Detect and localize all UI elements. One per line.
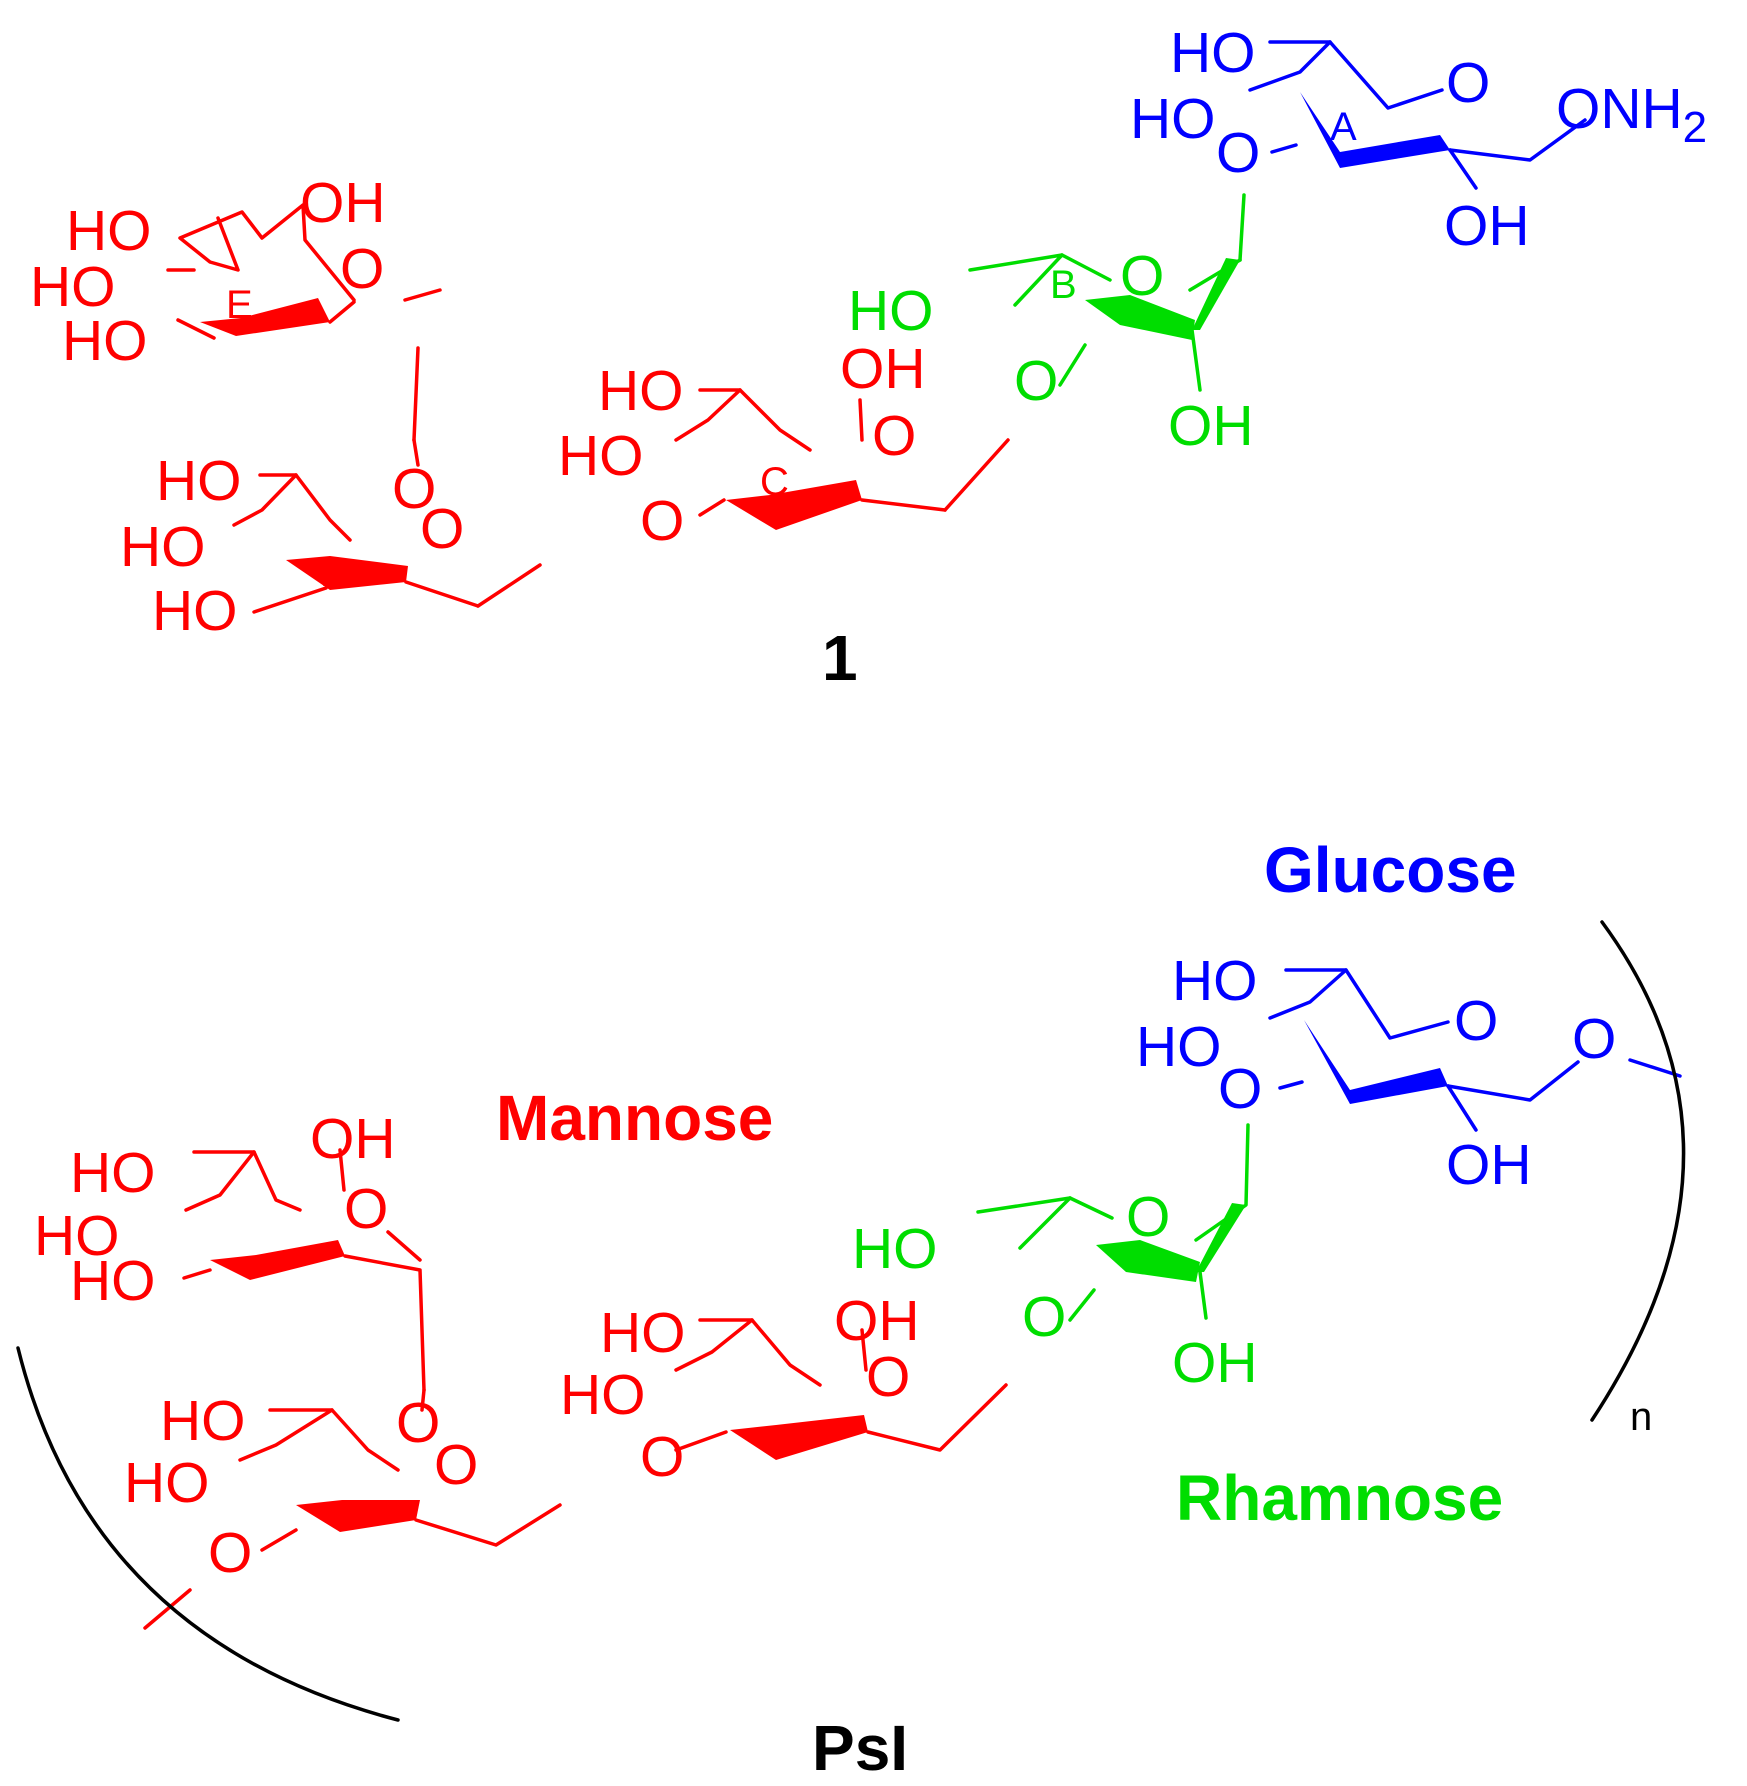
- psi-oh-2: OH: [834, 1289, 920, 1353]
- psi-ring-o-4: O: [1126, 1185, 1170, 1249]
- ring-a-o-link: O: [1216, 121, 1260, 185]
- ring-e-mannose: HO HO HO OH O E: [30, 171, 442, 442]
- psi-ring-o-3: O: [866, 1345, 910, 1409]
- legend-glucose: Glucose: [1264, 834, 1517, 906]
- ring-d-wedge: [286, 556, 408, 590]
- polymer-label: PsI: [812, 1712, 908, 1784]
- ring-e-ho-3: HO: [62, 309, 148, 373]
- ring-e-wedge: [200, 298, 330, 336]
- psi-o-link-2: O: [396, 1391, 440, 1455]
- compound-1: HO HO HO OH O E HO HO HO O O D: [30, 21, 1707, 694]
- ring-e-ho-2: HO: [30, 255, 116, 319]
- psi-o-link-left: O: [208, 1521, 252, 1585]
- ring-d-ho-3: HO: [152, 579, 238, 643]
- ring-b-rhamnose: HO O O OH B: [848, 193, 1254, 458]
- ring-b-ho: HO: [848, 279, 934, 343]
- ring-c-label: C: [760, 460, 789, 504]
- psi-ring-o-1: O: [344, 1177, 388, 1241]
- psi-o-terminal: O: [1572, 1007, 1616, 1071]
- ring-a-label: A: [1330, 105, 1357, 149]
- psi-ho-3: HO: [70, 1249, 156, 1313]
- psi-ho-8: HO: [852, 1217, 938, 1281]
- ring-b-oh: OH: [1168, 394, 1254, 458]
- psi-ho-5: HO: [124, 1451, 210, 1515]
- ring-e-ring-o: O: [340, 237, 384, 301]
- psi-polymer: HO HO HO OH O HO HO O O O: [16, 834, 1686, 1784]
- psi-rhamnose: HO O O OH: [852, 1123, 1258, 1395]
- ring-e-oh: OH: [300, 171, 386, 235]
- psi-ring-o-5: O: [1454, 989, 1498, 1053]
- psi-oh-1: OH: [310, 1107, 396, 1171]
- legend-mannose: Mannose: [496, 1082, 773, 1154]
- ring-a-wedge: [1300, 92, 1450, 168]
- ring-a-onh2: ONH2: [1556, 77, 1707, 152]
- ring-c-ho-1: HO: [598, 359, 684, 423]
- ring-c-ring-o: O: [872, 404, 916, 468]
- ring-a-ring-o: O: [1446, 51, 1490, 115]
- ring-c-oh: OH: [840, 337, 926, 401]
- ring-c-o-link: O: [640, 489, 684, 553]
- psi-ring-o-2: O: [434, 1433, 478, 1497]
- psi-oh-3: OH: [1172, 1331, 1258, 1395]
- ring-d-o-link: O: [392, 457, 436, 521]
- repeat-subscript: n: [1630, 1395, 1652, 1439]
- ring-a-ho-1: HO: [1170, 21, 1256, 85]
- psi-mannose-left: HO HO O O O: [124, 1388, 562, 1630]
- ring-c-mannose: HO HO OH O O C: [558, 337, 1010, 553]
- psi-mannose-top: HO HO HO OH O: [34, 1107, 426, 1392]
- compound-label: 1: [822, 622, 858, 694]
- psi-o-link-3: O: [640, 1425, 684, 1489]
- psi-ho-2: HO: [34, 1204, 120, 1268]
- ring-d-mannose: HO HO HO O O D: [120, 438, 542, 643]
- legend-rhamnose: Rhamnose: [1176, 1462, 1503, 1534]
- right-bracket: [1590, 920, 1686, 1422]
- ring-a-oh: OH: [1444, 194, 1530, 258]
- ring-b-label: B: [1050, 263, 1077, 307]
- psi-o-link-4: O: [1022, 1285, 1066, 1349]
- psi-oh-4: OH: [1446, 1133, 1532, 1197]
- psi-mannose-mid: HO HO OH O O: [560, 1289, 1008, 1489]
- ring-a-glucose: HO HO O O OH ONH2 A: [1130, 21, 1707, 258]
- left-bracket: [16, 1346, 400, 1722]
- ring-c-ho-2: HO: [558, 424, 644, 488]
- ring-b-ring-o: O: [1120, 244, 1164, 308]
- psi-ho-6: HO: [600, 1301, 686, 1365]
- ring-e-ho-1: HO: [66, 199, 152, 263]
- ring-d-label: D: [320, 551, 349, 595]
- psi-ho-9: HO: [1172, 949, 1258, 1013]
- psi-ho-7: HO: [560, 1363, 646, 1427]
- psi-glucose: HO HO O O O OH: [1136, 949, 1682, 1197]
- ring-c-wedge: [726, 480, 862, 530]
- ring-b-wedge: [1085, 295, 1195, 340]
- ring-d-ho-2: HO: [120, 515, 206, 579]
- ring-d-ring-o: O: [420, 497, 464, 561]
- ring-e-bonds: [178, 203, 356, 302]
- psi-ho-4: HO: [160, 1389, 246, 1453]
- psi-o-link-5: O: [1218, 1057, 1262, 1121]
- ring-b-o-link: O: [1014, 349, 1058, 413]
- psi-ho-1: HO: [70, 1141, 156, 1205]
- ring-e-label: E: [226, 283, 253, 327]
- psi-ho-10: HO: [1136, 1015, 1222, 1079]
- ring-a-ho-2: HO: [1130, 87, 1216, 151]
- ring-d-ho-1: HO: [156, 449, 242, 513]
